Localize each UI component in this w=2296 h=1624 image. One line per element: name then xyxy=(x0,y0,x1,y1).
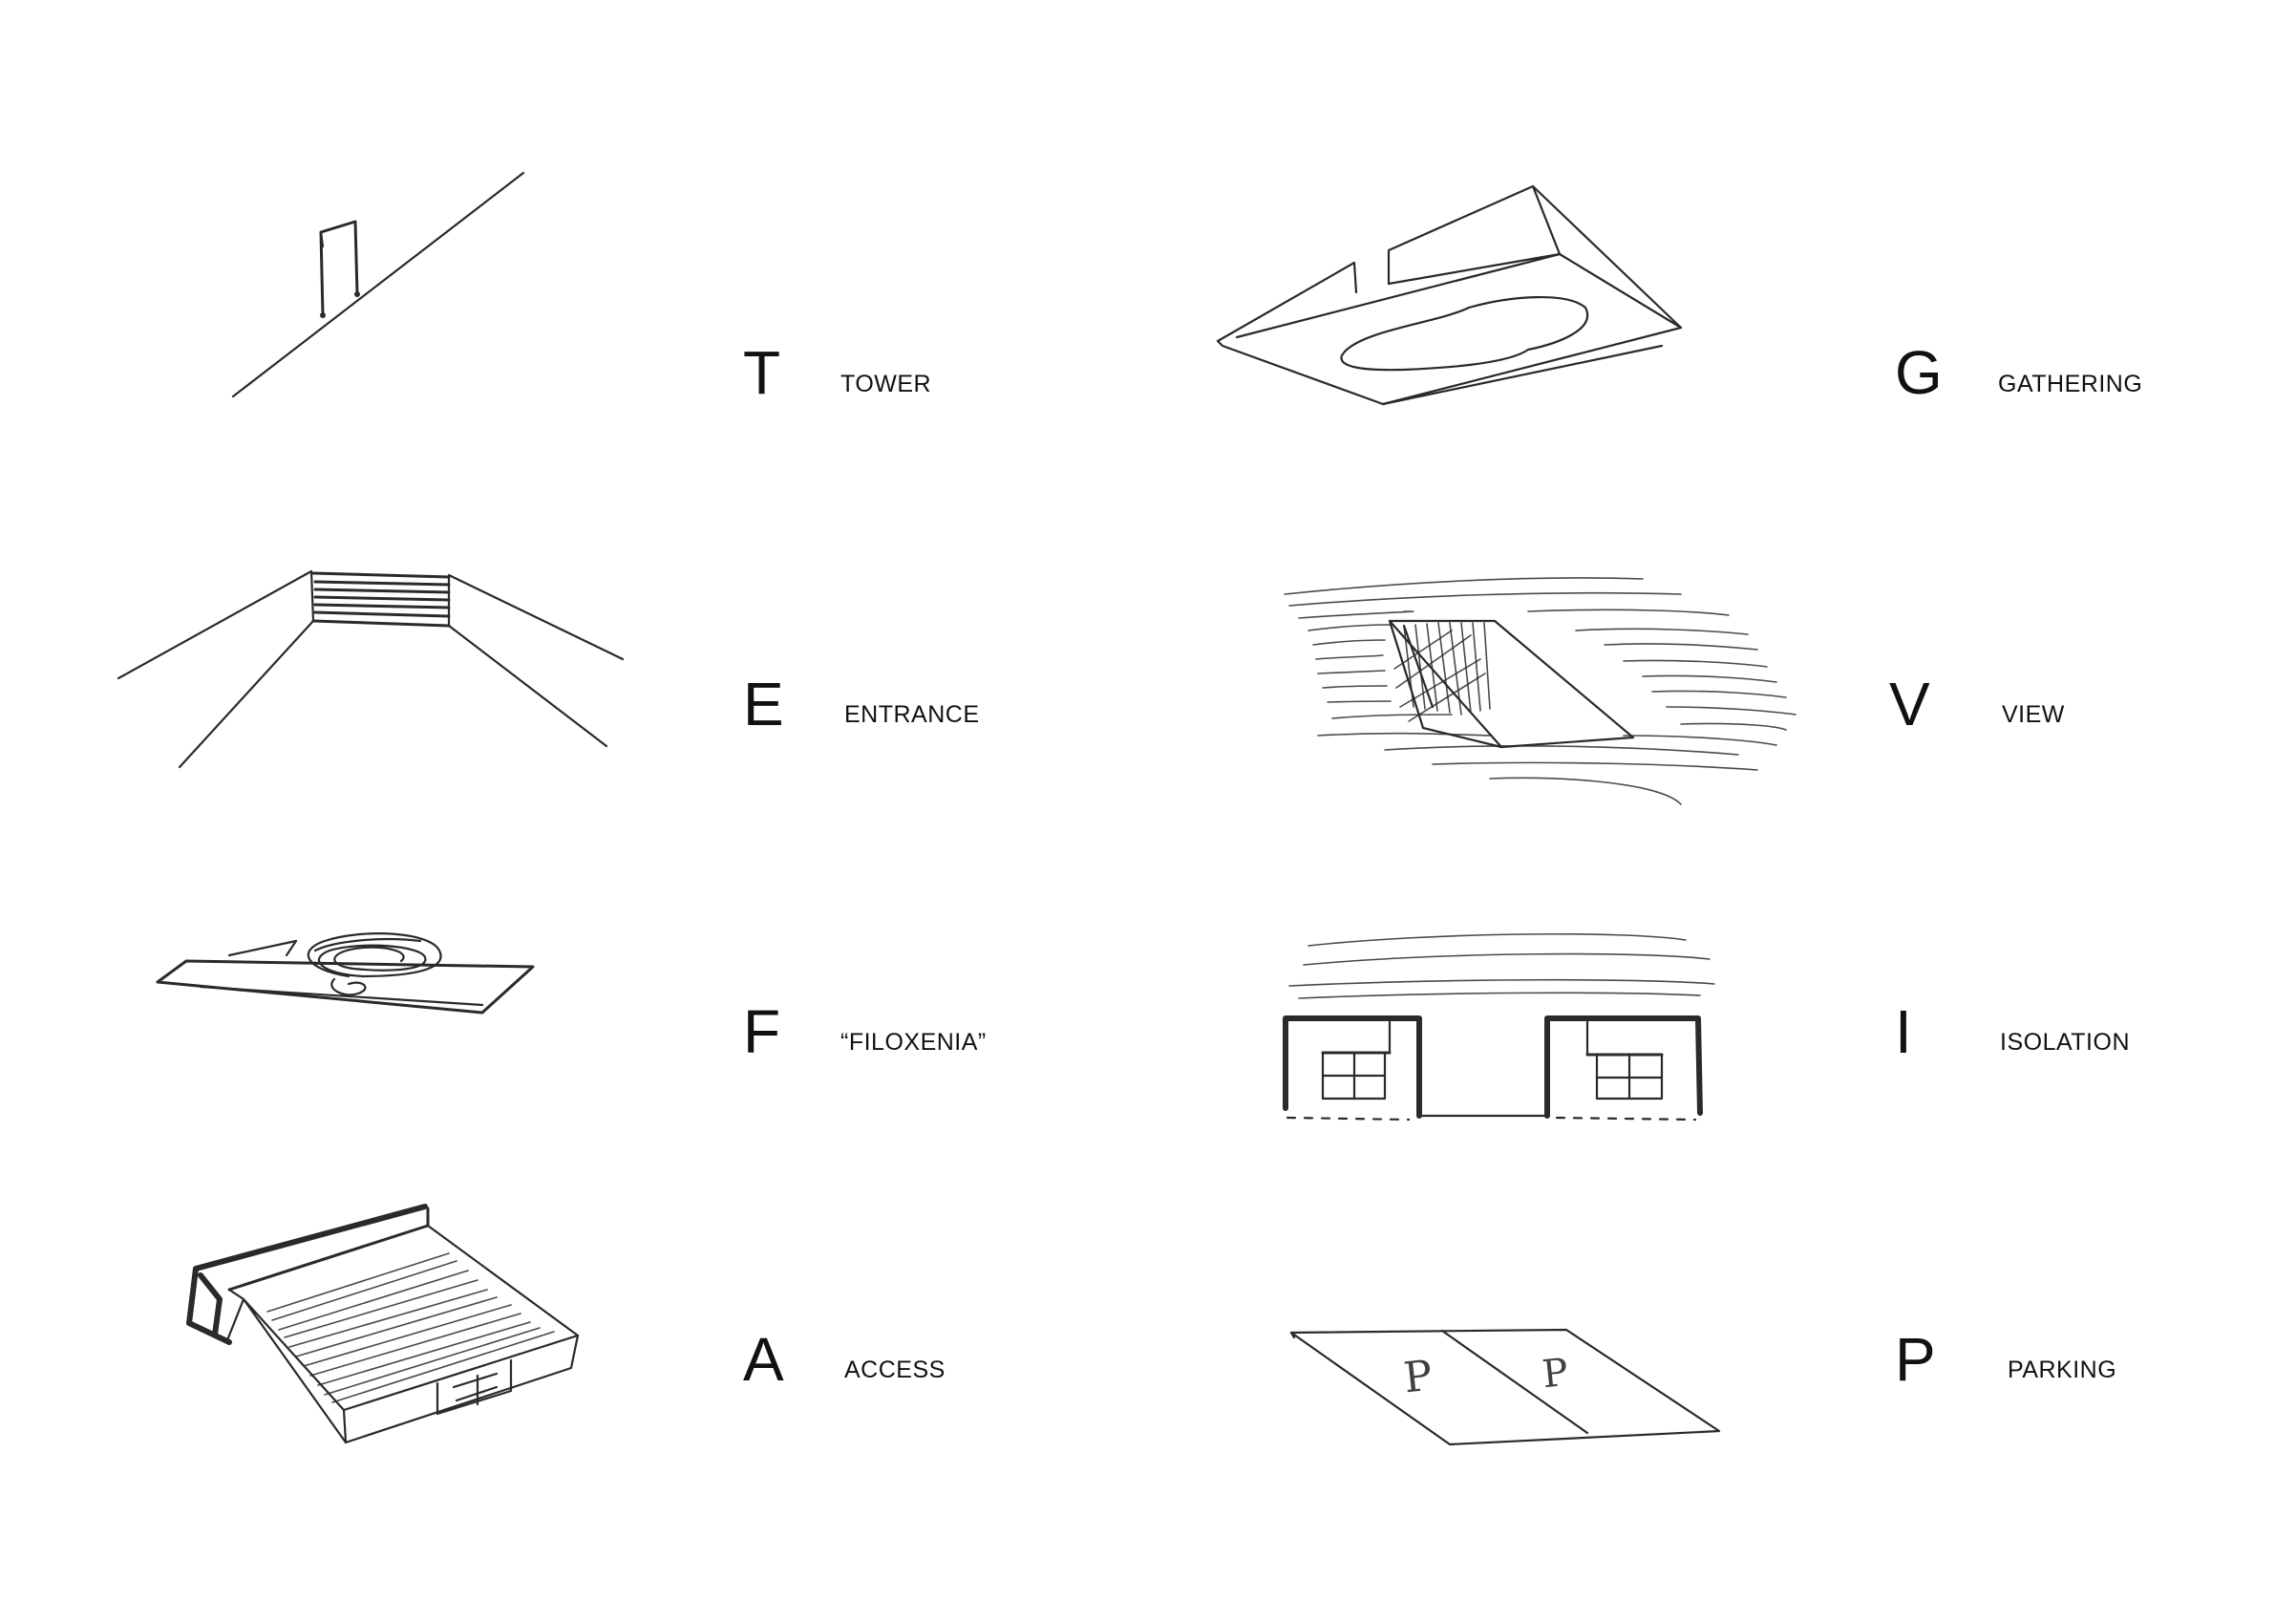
letter-entrance: E xyxy=(743,670,784,738)
label-access: ACCESS xyxy=(844,1357,946,1383)
access-sketch xyxy=(186,1204,580,1444)
label-gathering: GATHERING xyxy=(1998,371,2143,397)
view-sketch xyxy=(1284,577,1796,805)
gathering-sketch xyxy=(1216,184,1683,406)
letter-gathering: G xyxy=(1895,338,1943,407)
parking-mark-right: P xyxy=(1540,1350,1571,1398)
entrance-sketch xyxy=(117,569,625,769)
letter-access: A xyxy=(743,1325,784,1394)
label-parking: PARKING xyxy=(2008,1357,2117,1383)
label-view: VIEW xyxy=(2002,701,2065,728)
parking-sketch xyxy=(1289,1328,1721,1446)
label-isolation: ISOLATION xyxy=(2000,1029,2131,1056)
isolation-sketch xyxy=(1283,932,1715,1122)
label-tower: TOWER xyxy=(840,371,932,397)
tower-sketch xyxy=(231,171,525,398)
letter-parking: P xyxy=(1895,1325,1936,1394)
label-entrance: ENTRANCE xyxy=(844,701,980,728)
letter-filoxenia: F xyxy=(743,997,781,1066)
label-filoxenia: “FILOXENIA” xyxy=(840,1029,987,1056)
letter-isolation: I xyxy=(1895,997,1912,1066)
filoxenia-sketch xyxy=(156,932,535,1015)
letter-view: V xyxy=(1889,670,1930,738)
parking-mark-left: P xyxy=(1401,1351,1435,1403)
letter-tower: T xyxy=(743,338,781,407)
